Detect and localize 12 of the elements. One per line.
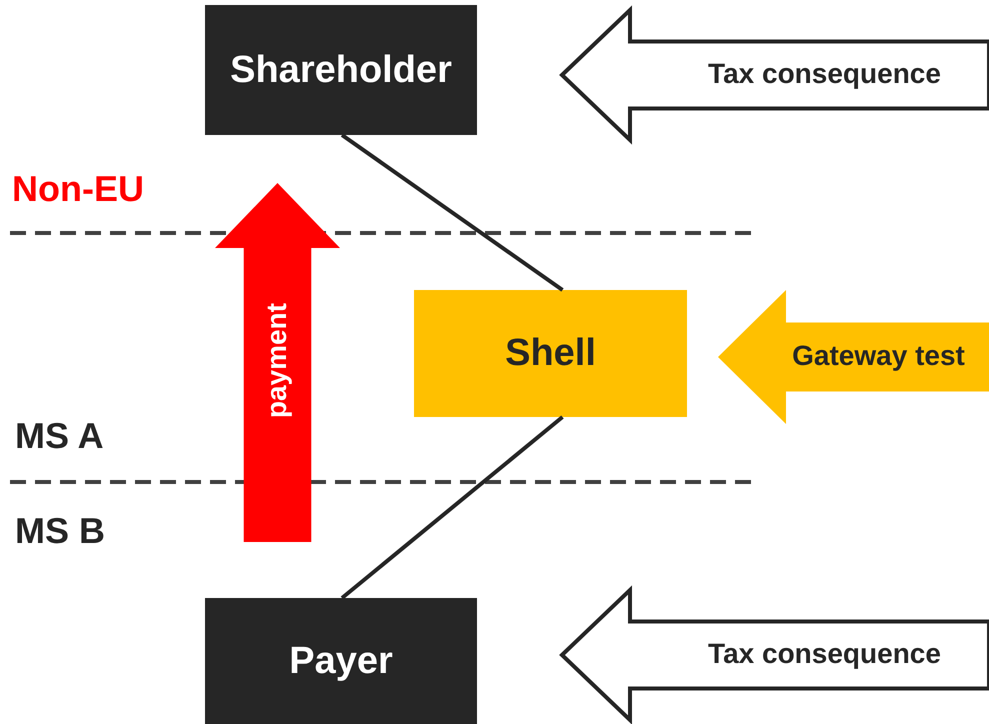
arrow-label: payment xyxy=(260,303,293,418)
process-box: Shell xyxy=(414,290,687,417)
connector-line xyxy=(340,133,564,292)
region-label: MS B xyxy=(15,510,105,552)
arrow-label: Gateway test xyxy=(791,340,966,372)
process-box: Payer xyxy=(205,598,477,724)
region-label: Non-EU xyxy=(12,168,144,210)
arrow-label: Tax consequence xyxy=(707,58,942,90)
process-box: Shareholder xyxy=(205,5,477,135)
connector-line xyxy=(340,415,564,600)
region-label: MS A xyxy=(15,415,104,457)
arrow-label: Tax consequence xyxy=(707,638,942,670)
